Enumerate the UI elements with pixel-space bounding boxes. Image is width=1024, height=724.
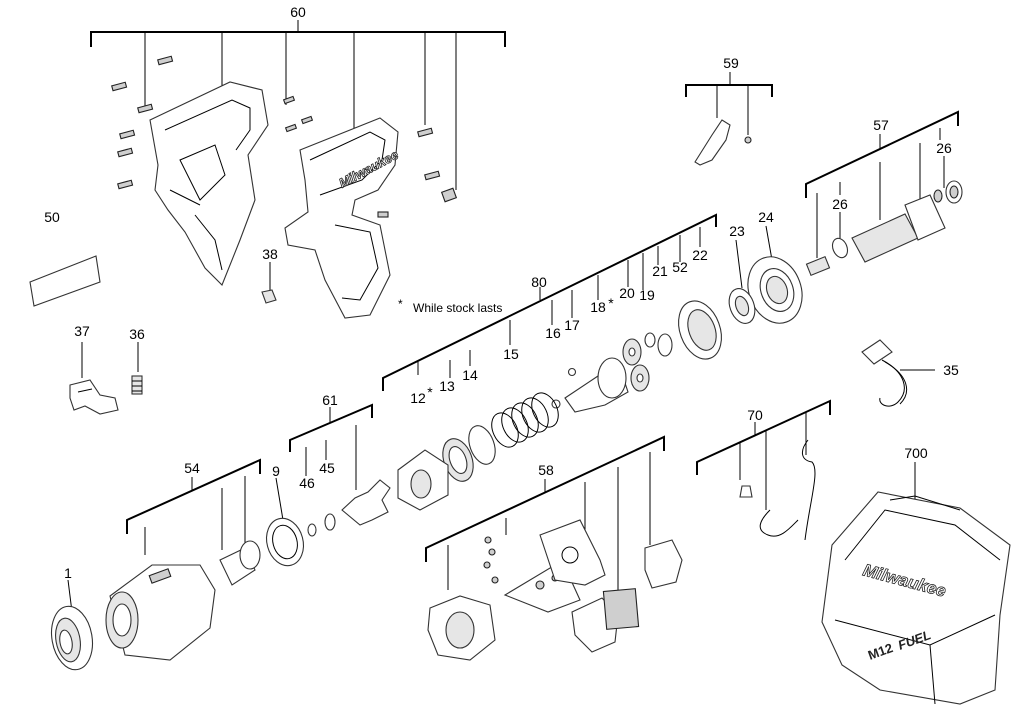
bracket-60 — [90, 20, 506, 190]
gear-case-part-54 — [105, 540, 261, 661]
bracket-70 — [696, 399, 831, 510]
steel-ball-part-17 — [567, 367, 577, 377]
callout-80: 80 — [531, 274, 547, 290]
led-harness-part-35 — [861, 339, 908, 407]
screws-right — [377, 127, 458, 218]
callout-16: 16 — [545, 325, 561, 341]
nose-cone-part-1 — [50, 605, 94, 671]
callout-15: 15 — [503, 346, 519, 362]
callout-70: 70 — [747, 407, 763, 423]
callout-700: 700 — [904, 445, 928, 461]
callout-21: 21 — [652, 263, 668, 279]
callout-13: 13 — [439, 378, 455, 394]
callout-35: 35 — [943, 362, 959, 378]
wires-part-70 — [739, 439, 816, 541]
callout-37: 37 — [74, 323, 90, 339]
callout-45: 45 — [319, 460, 335, 476]
callout-57: 57 — [873, 117, 889, 133]
note-text: While stock lasts — [413, 301, 502, 315]
bracket-57 — [805, 110, 959, 258]
o-ring-part-9 — [265, 517, 305, 567]
stator-part-58 — [427, 595, 496, 661]
bracket-58 — [425, 435, 665, 590]
hammer-part-12 — [397, 449, 449, 511]
callout-18: 18 — [590, 299, 606, 315]
clip-part-38 — [261, 289, 277, 304]
ring-gear-part-22 — [678, 300, 722, 360]
callout-9: 9 — [272, 463, 280, 479]
housing-right-half: Milwaukee — [284, 117, 401, 319]
spindle-part-18 — [564, 357, 629, 413]
callout-59: 59 — [723, 55, 739, 71]
label-part-50 — [29, 255, 101, 307]
callout-12-star: * — [427, 384, 433, 400]
bracket-59 — [685, 72, 773, 135]
single-leaders — [67, 225, 935, 613]
callout-22: 22 — [692, 247, 708, 263]
callout-19: 19 — [639, 287, 655, 303]
callout-50: 50 — [44, 209, 60, 225]
housing-left-half — [149, 81, 269, 286]
ball-ring-part-13 — [442, 438, 474, 482]
callout-26-right: 26 — [936, 140, 952, 156]
washer-part-14 — [468, 425, 496, 465]
o-ring-inner-part-9 — [272, 524, 298, 560]
callout-52: 52 — [672, 259, 688, 275]
callout-61: 61 — [322, 392, 338, 408]
planet-gears-part-19-20 — [622, 338, 650, 392]
spring-part-36 — [131, 375, 143, 395]
bracket-54 — [126, 458, 261, 555]
callout-58: 58 — [538, 462, 554, 478]
washer-part-52 — [657, 333, 673, 357]
callout-54: 54 — [184, 460, 200, 476]
callout-60: 60 — [290, 4, 306, 20]
anvil-part-61 — [307, 479, 391, 537]
switch-part-37 — [69, 379, 119, 415]
callout-12: 12 — [410, 390, 426, 406]
callout-38: 38 — [262, 246, 278, 262]
battery-terminal-part-58 — [571, 588, 640, 653]
bracket-61 — [289, 403, 373, 490]
callout-23: 23 — [729, 223, 745, 239]
rotor-part-57 — [805, 180, 963, 277]
callout-14: 14 — [462, 367, 478, 383]
callout-46: 46 — [299, 475, 315, 491]
control-board-part-58 — [539, 519, 606, 586]
callout-36: 36 — [129, 326, 145, 342]
ring-gear-part-24 — [747, 256, 803, 324]
bracket-80 — [382, 213, 717, 391]
screws-part-58 — [483, 536, 499, 584]
bearing-part-23 — [728, 288, 756, 324]
belt-clip-part-59 — [694, 119, 752, 166]
switch-part-58 — [644, 539, 683, 589]
note-star: * — [398, 297, 403, 311]
callout-24: 24 — [758, 209, 774, 225]
callout-17: 17 — [564, 317, 580, 333]
washer-part-21 — [644, 332, 656, 348]
spring-part-15 — [491, 392, 559, 448]
carry-case-part-700: Milwaukee M12 FUEL — [821, 491, 1011, 705]
callout-20: 20 — [619, 285, 635, 301]
callout-18-star: * — [608, 295, 614, 311]
screws-left — [111, 55, 314, 190]
callout-26-left: 26 — [832, 196, 848, 212]
callout-1: 1 — [64, 565, 72, 581]
